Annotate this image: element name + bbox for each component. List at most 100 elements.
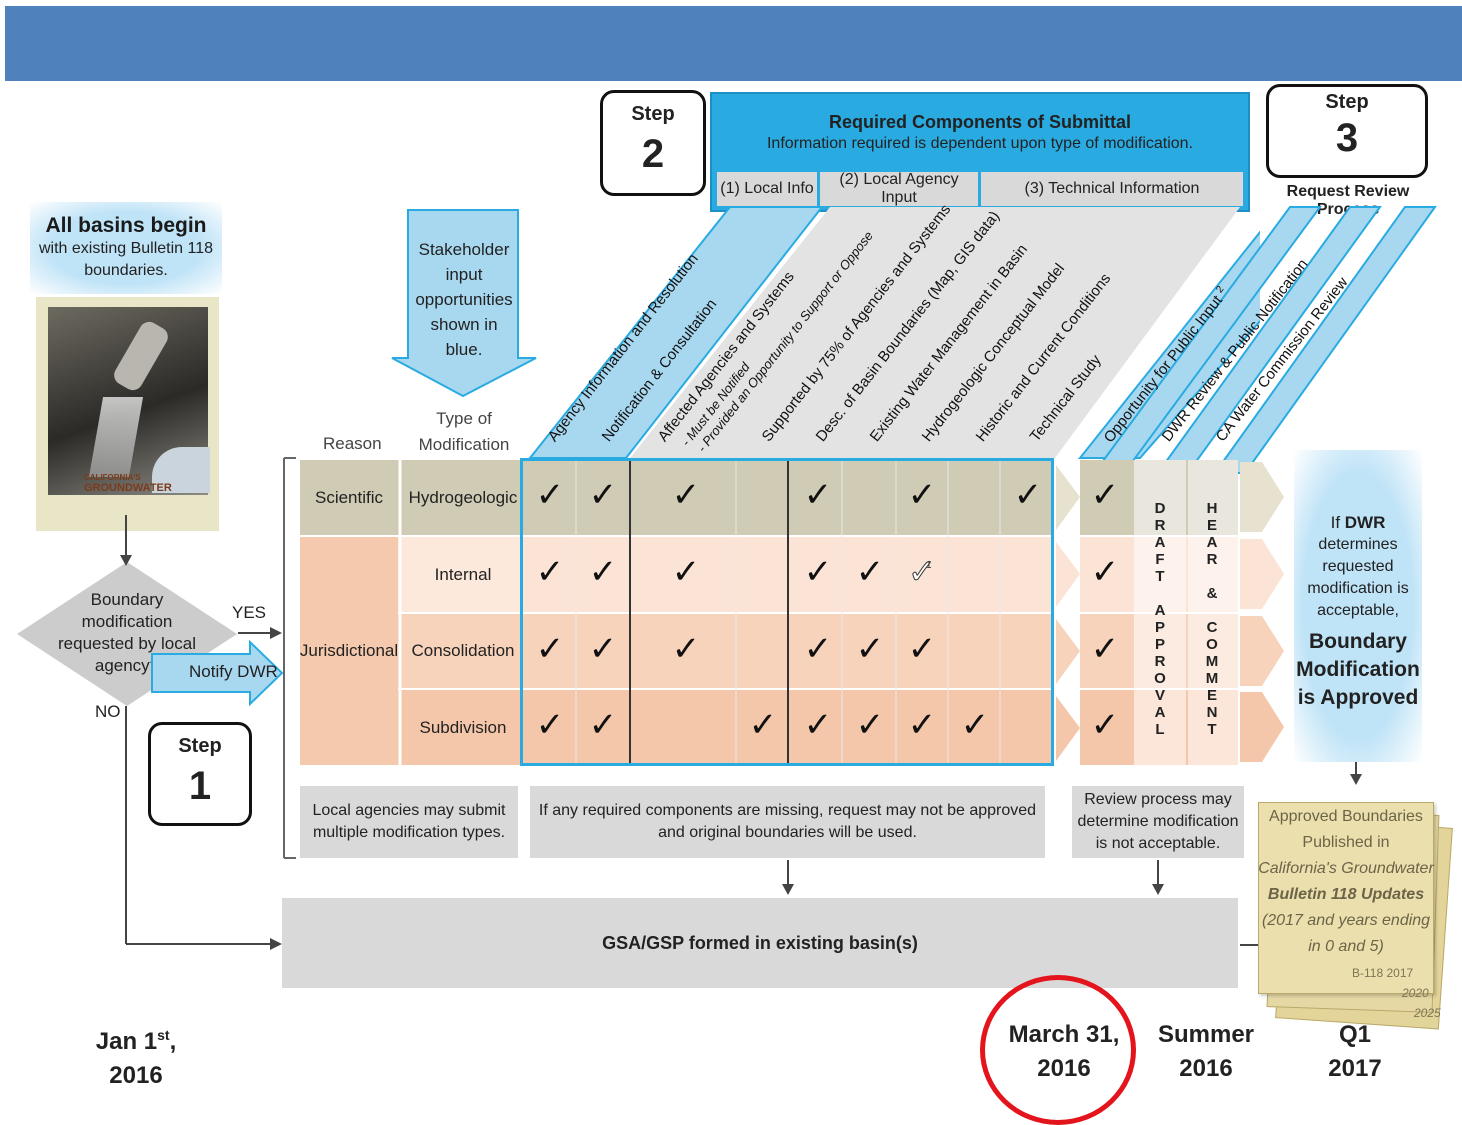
vertical-letter: L <box>1155 721 1165 738</box>
public-input-check-icon: ✓ <box>1090 630 1120 668</box>
timeline-q1-line2: 2017 <box>1328 1055 1382 1082</box>
check-icon: ✓ <box>588 630 618 668</box>
check-icon: ✓ <box>803 553 833 591</box>
reason-scientific: Scientific <box>314 487 384 507</box>
submittal-title: Required Components of Submittal <box>828 112 1131 132</box>
type-subdivision: Subdivision <box>419 717 507 737</box>
public-input-check-icon: ✓ <box>1090 706 1120 744</box>
timeline-q1-line1: Q1 <box>1338 1021 1371 1048</box>
vertical-letter: R <box>1154 517 1166 534</box>
draft-approval-col <box>1134 460 1186 765</box>
approved-dwr: DWR <box>1344 513 1386 532</box>
check-icon: ✓ <box>803 630 833 668</box>
bulletin-tag-2017: B-118 2017 <box>1352 966 1414 980</box>
vertical-letter: O <box>1154 670 1166 687</box>
notify-dwr-arrow <box>151 640 284 706</box>
vertical-letter: O <box>1206 636 1218 653</box>
decision-no-label: NO <box>95 702 121 721</box>
table-grid <box>398 460 1001 765</box>
check-icon: ✓ <box>1013 476 1043 514</box>
vertical-letter: F <box>1155 551 1165 568</box>
vertical-letter: T <box>1207 721 1217 738</box>
bulletin-line4: Bulletin 118 Updates <box>1267 886 1425 903</box>
row-bg-scientific <box>300 460 1054 535</box>
check-icon: ✓ <box>855 630 885 668</box>
vertical-letter: P <box>1154 619 1165 636</box>
submittal-subtitle: Information required is dependent upon t… <box>766 135 1194 152</box>
check-icon: ✓ <box>588 706 618 744</box>
partial-check-icon: ✓1 <box>904 555 940 590</box>
bulletin-tag-2025: 2025 <box>1414 1006 1441 1020</box>
check-icon: ✓ <box>588 476 618 514</box>
check-icon: ✓ <box>535 553 565 591</box>
check-icon: ✓ <box>907 706 937 744</box>
bulletin-line6: in 0 and 5) <box>1308 938 1384 955</box>
partial-footnote-mark: 1 <box>926 560 932 571</box>
check-icon: ✓ <box>535 476 565 514</box>
check-icon: ✓ <box>588 553 618 591</box>
timeline-q1-2017: Q1 2017 <box>1300 1018 1410 1086</box>
vertical-letter <box>1148 585 1172 602</box>
chevrons-left <box>1056 465 1080 761</box>
tab-local-agency-input: (2) Local Agency Input <box>820 171 978 206</box>
step-1-label: Step <box>178 735 222 757</box>
type-hydrogeologic: Hydrogeologic <box>408 487 518 507</box>
vertical-letter: C <box>1206 619 1218 636</box>
reason-header: Reason <box>323 434 382 453</box>
vertical-letter: A <box>1154 602 1166 619</box>
public-input-check-icon: ✓ <box>1090 553 1120 591</box>
check-icon: ✓ <box>671 630 701 668</box>
all-basins-title: All basins begin <box>45 214 207 237</box>
note-review-process: Review process may determine modificatio… <box>1072 786 1244 858</box>
type-header: Type of Modification <box>418 409 510 454</box>
notify-dwr-label: Notify DWR <box>189 662 278 681</box>
tab-technical-information: (3) Technical Information <box>981 172 1243 206</box>
decision-yes-label: YES <box>232 603 267 622</box>
vertical-letter: V <box>1154 687 1165 704</box>
header-bar <box>5 6 1462 81</box>
check-icon: ✓ <box>907 630 937 668</box>
bulletin-line1: Approved Boundaries <box>1269 808 1423 825</box>
vertical-letter: E <box>1206 517 1217 534</box>
check-icon: ✓ <box>907 476 937 514</box>
step-1-number: 1 <box>188 764 212 808</box>
note-missing-components: If any required components are missing, … <box>530 786 1045 858</box>
approved-pre: If <box>1330 513 1345 532</box>
cover-title-line1: CALIFORNIA'S <box>84 473 141 482</box>
vertical-letter: R <box>1206 551 1218 568</box>
type-consolidation: Consolidation <box>411 641 515 660</box>
check-icon: ✓ <box>803 706 833 744</box>
vertical-letter: N <box>1206 704 1218 721</box>
reason-bg-jurisdictional <box>300 537 398 765</box>
check-icon: ✓ <box>671 476 701 514</box>
stakeholder-note: Stakeholder input opportunities shown in… <box>415 239 513 359</box>
timeline-summer-2016: Summer 2016 <box>1146 1018 1266 1086</box>
cover-title-line2: GROUNDWATER <box>84 482 172 494</box>
timeline-jan-line2: 2016 <box>109 1062 163 1089</box>
all-basins-body: with existing Bulletin 118 boundaries. <box>38 240 214 279</box>
bulletin-stack: Approved Boundaries Published in Califor… <box>1254 800 1453 1030</box>
stakeholder-arrow <box>391 209 537 398</box>
row-bg-consolidation <box>300 614 1054 688</box>
approved-body: determines requested modification is acc… <box>1307 536 1409 619</box>
timeline-summer-line1: Summer <box>1157 1021 1255 1048</box>
decision-question: Boundary modification requested by local… <box>58 590 196 675</box>
check-icon: ✓ <box>855 553 885 591</box>
step-2-number: 2 <box>641 132 665 176</box>
review-arrows <box>1098 206 1437 474</box>
vertical-letter: P <box>1154 636 1165 653</box>
check-icon: ✓ <box>535 630 565 668</box>
note-local-agencies: Local agencies may submit multiple modif… <box>300 786 518 858</box>
step-3-number: 3 <box>1335 116 1359 160</box>
chevrons-right <box>1240 462 1284 762</box>
bulletin-tag-2020: 2020 <box>1402 986 1429 1000</box>
check-icon: ✓ <box>748 706 778 744</box>
check-icon: ✓ <box>803 476 833 514</box>
approved-bold: Boundary Modification is Approved <box>1296 630 1420 709</box>
public-input-check-icon: ✓ <box>1090 476 1120 514</box>
step-2-box: Step 2 <box>600 90 706 196</box>
all-basins-callout: All basins begin with existing Bulletin … <box>30 202 222 294</box>
type-internal: Internal <box>434 564 492 584</box>
